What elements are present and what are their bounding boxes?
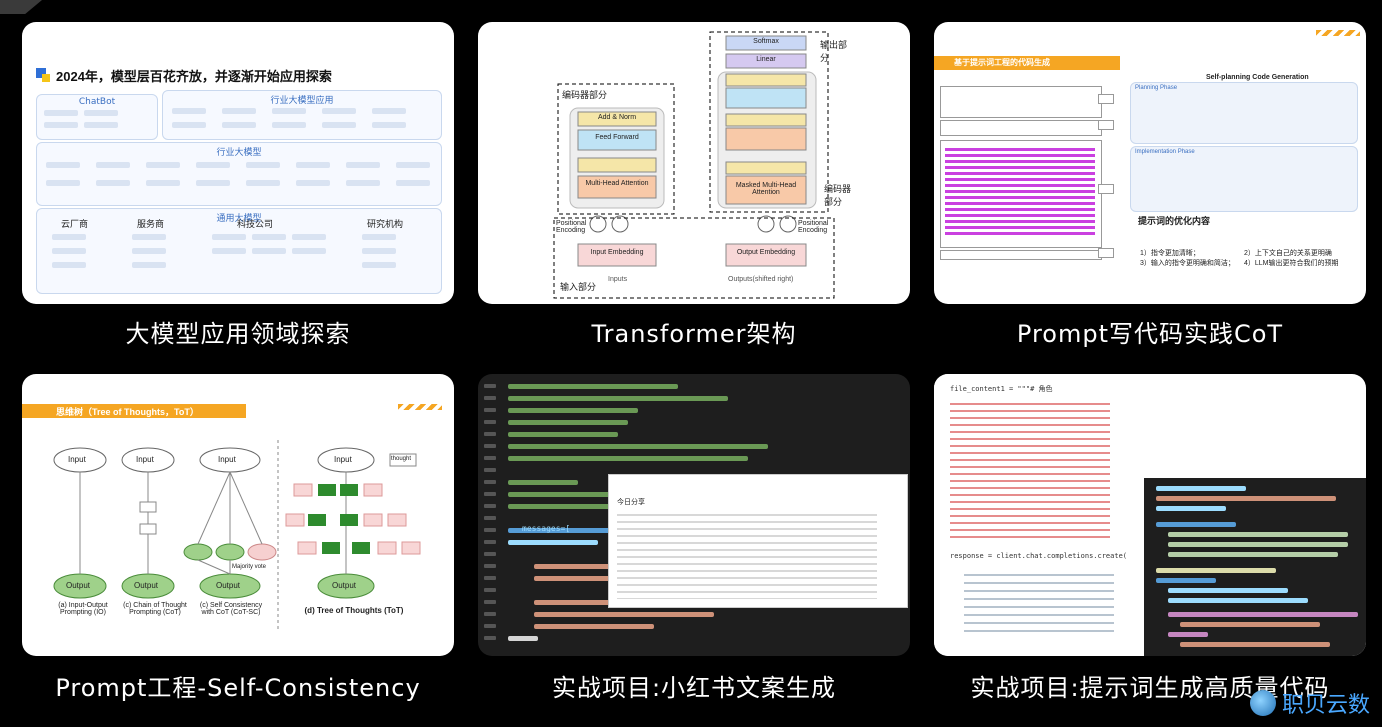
logo-icon <box>36 68 46 78</box>
subcaption-tot: (d) Tree of Thoughts (ToT) <box>304 606 404 615</box>
positional-encoding-label-right: Positional Encoding <box>798 220 829 234</box>
cloud-logo-icon <box>1249 690 1276 716</box>
banner <box>934 56 1120 70</box>
banner-title: 思维树（Tree of Thoughts，ToT） <box>56 407 199 417</box>
chatbot-panel: ChatBot <box>36 94 158 140</box>
logo-icon-accent <box>42 74 50 82</box>
caption-xiaohongshu: 实战项目:小红书文案生成 <box>551 674 837 702</box>
input-embedding-label: Input Embedding <box>590 249 644 256</box>
thought-legend: thought <box>391 456 412 462</box>
majority-vote-label: Majority vote <box>232 564 267 570</box>
code-keyword: messages=[ <box>522 524 571 533</box>
banner-title: 基于提示词工程的代码生成 <box>954 58 1050 67</box>
feed-forward-label: Feed Forward <box>595 134 639 141</box>
linear-label: Linear <box>756 56 776 63</box>
outputs-label: Outputs(shifted right) <box>728 276 794 283</box>
caption-llm-applications: 大模型应用领域探索 <box>125 320 351 348</box>
input-part-label: 输入部分 <box>560 282 597 292</box>
generated-copy-popup: 今日分享 <box>608 474 908 608</box>
prompt-box <box>940 86 1102 118</box>
output-embedding-label: Output Embedding <box>736 249 796 256</box>
decoder-part-label: 编码器部分 <box>824 184 852 207</box>
caption-transformer: Transformer架构 <box>591 320 797 348</box>
card-llm-applications[interactable]: 2024年，模型层百花齐放，并逐渐开始应用探索 ChatBot 行业大模型应用 … <box>22 22 454 304</box>
card-code-generation[interactable]: file_content1 = """# 角色 response = clien… <box>934 374 1366 656</box>
note-item: 4）LLM输出更符合我们的预期 <box>1244 260 1339 267</box>
masked-label: Masked Multi-Head Attention <box>735 182 797 196</box>
planning-phase: Planning Phase <box>1130 82 1358 144</box>
card-transformer[interactable]: Softmax Linear Add & Norm Feed Forward M… <box>478 22 910 304</box>
diagram-title: Self-planning Code Generation <box>1206 74 1309 81</box>
cotsc-input-node: Input <box>218 455 236 464</box>
banner <box>22 404 246 418</box>
watermark: 职贝云数 <box>1249 687 1370 719</box>
note-item: 1）指令更加清晰； <box>1140 250 1200 257</box>
subcaption-io: (a) Input-Output Prompting (IO) <box>58 602 108 616</box>
industry-app-panel: 行业大模型应用 <box>162 90 442 140</box>
thumb-title: 2024年，模型层百花齐放，并逐渐开始应用探索 <box>56 69 332 84</box>
card-self-consistency[interactable]: 思维树（Tree of Thoughts，ToT） <box>22 374 454 656</box>
cotsc-output-node: Output <box>216 581 241 590</box>
transformer-diagram <box>553 31 835 299</box>
code-output-panel <box>1144 478 1366 656</box>
io-output-node: Output <box>66 581 91 590</box>
subcaption-cot-sc: (c) Self Consistency with CoT (CoT-SC) <box>199 602 263 616</box>
card-prompt-cot[interactable]: 基于提示词工程的代码生成 Self-planning Code Generati… <box>934 22 1366 304</box>
softmax-label: Softmax <box>753 38 779 45</box>
tot-diagram <box>53 440 421 632</box>
add-norm-label: Add & Norm <box>597 114 637 121</box>
encoder-part-label: 编码器部分 <box>562 90 608 100</box>
note-item: 2）上下文自己的关系更明确 <box>1244 250 1332 257</box>
cot-output-node: Output <box>134 581 159 590</box>
watermark-text: 职贝云数 <box>1281 693 1370 718</box>
banner-stripes <box>398 404 442 410</box>
top-notch <box>0 0 42 14</box>
card-xiaohongshu[interactable]: messages=[ 今日分享 <box>478 374 910 656</box>
industry-model-panel: 行业大模型 <box>36 142 442 206</box>
implementation-phase: Implementation Phase <box>1130 146 1358 212</box>
io-input-node: Input <box>68 455 86 464</box>
caption-self-consistency: Prompt工程-Self-Consistency <box>55 674 421 702</box>
positional-encoding-label: Positional Encoding <box>556 220 587 234</box>
note-title: 提示词的优化内容 <box>1138 216 1211 226</box>
multi-head-label: Multi-Head Attention <box>585 180 649 187</box>
note-item: 3）输入的指令更明确和简洁； <box>1140 260 1235 267</box>
prompt-editor: file_content1 = """# 角色 response = clien… <box>934 374 1150 656</box>
caption-prompt-cot: Prompt写代码实践CoT <box>1016 320 1284 348</box>
tot-input-node: Input <box>334 455 352 464</box>
code-box <box>940 140 1102 248</box>
banner-stripes <box>1316 30 1360 36</box>
cot-input-node: Input <box>136 455 154 464</box>
tot-output-node: Output <box>332 581 357 590</box>
inputs-label: Inputs <box>608 276 628 283</box>
subcaption-cot: (c) Chain of Thought Prompting (CoT) <box>123 602 187 616</box>
output-part-label: 输出部分 <box>820 40 848 63</box>
